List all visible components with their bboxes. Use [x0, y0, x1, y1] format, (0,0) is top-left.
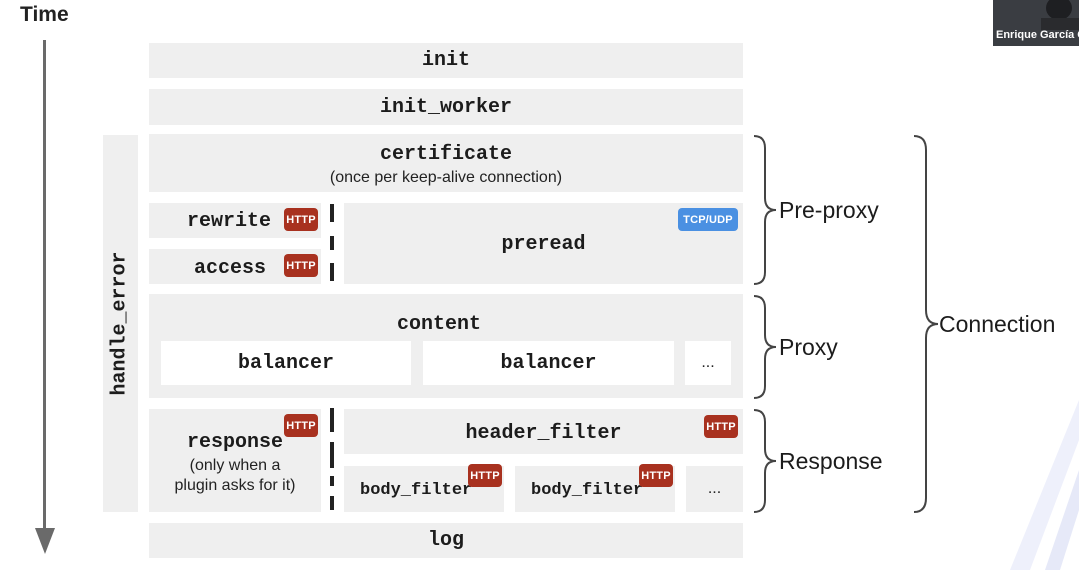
response-label: response — [186, 431, 283, 454]
rewrite-http-badge: HTTP — [284, 208, 318, 231]
preread-phase: preread — [344, 203, 743, 284]
response-note-line-1: (only when a — [189, 457, 281, 474]
balancer-box-1: balancer — [161, 341, 411, 385]
init-worker-phase: init_worker — [149, 89, 743, 125]
balancer-box-2: balancer — [423, 341, 674, 385]
init-phase: init — [149, 43, 743, 78]
pre-proxy-brace-icon — [753, 135, 777, 285]
response-note-line-2: plugin asks for it) — [174, 477, 296, 494]
divider-dash — [330, 496, 334, 510]
header-filter-phase: header_filter — [344, 409, 743, 454]
certificate-label: certificate — [379, 143, 513, 166]
person-silhouette-icon — [1041, 0, 1079, 30]
handle-error-box: handle_error — [103, 135, 138, 512]
rewrite-label: rewrite — [187, 210, 272, 233]
handle-error-label: handle_error — [109, 251, 132, 396]
content-phase: content balancer balancer ... — [149, 294, 743, 398]
response-http-badge: HTTP — [284, 414, 318, 437]
body-filter-more: ... — [686, 466, 743, 512]
time-label: Time — [20, 3, 69, 26]
divider-dash — [330, 442, 334, 468]
divider-dash — [330, 204, 334, 222]
time-arrow-shaft — [43, 40, 46, 532]
divider-dash — [330, 236, 334, 250]
certificate-phase: certificate (once per keep-alive connect… — [149, 134, 743, 192]
divider-dash — [330, 476, 334, 486]
access-label: access — [194, 257, 267, 280]
decorative-stripes — [1010, 400, 1079, 570]
balancer-more: ... — [685, 341, 731, 385]
certificate-note: (once per keep-alive connection) — [329, 169, 563, 186]
tcp-udp-badge: TCP/UDP — [678, 208, 738, 231]
divider-dash — [330, 263, 334, 281]
proxy-label: Proxy — [779, 334, 838, 360]
preread-label: preread — [501, 233, 586, 256]
connection-brace-icon — [913, 135, 939, 513]
response-brace-icon — [753, 409, 777, 513]
access-http-badge: HTTP — [284, 254, 318, 277]
body-filter-2-http-badge: HTTP — [639, 464, 673, 487]
header-filter-http-badge: HTTP — [704, 415, 738, 438]
pre-proxy-label: Pre-proxy — [779, 197, 879, 223]
divider-dash — [330, 408, 334, 432]
connection-label: Connection — [939, 311, 1056, 337]
header-filter-label: header_filter — [465, 422, 622, 445]
proxy-brace-icon — [753, 295, 777, 399]
log-phase: log — [149, 523, 743, 558]
body-filter-label-1: body_filter — [360, 481, 473, 500]
content-label: content — [396, 313, 481, 336]
body-filter-1-http-badge: HTTP — [468, 464, 502, 487]
body-filter-label-2: body_filter — [531, 481, 644, 500]
webcam-thumbnail: Enrique García C — [993, 0, 1079, 46]
response-group-label: Response — [779, 448, 883, 474]
time-arrow-head-icon — [35, 528, 55, 554]
webcam-name-label: Enrique García C — [996, 29, 1079, 41]
